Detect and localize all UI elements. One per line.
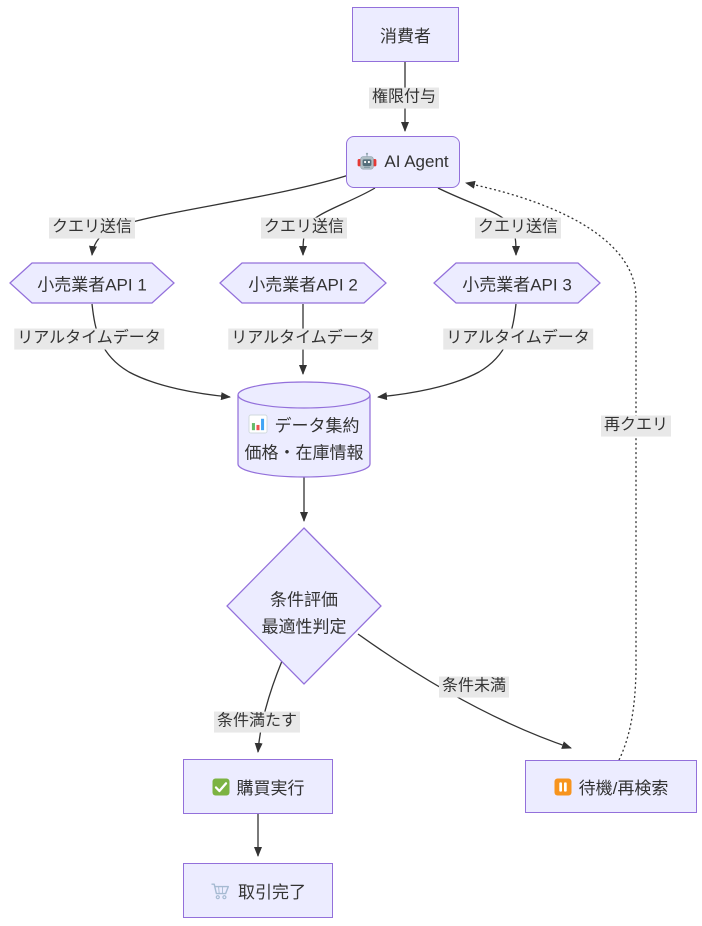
edge-api1-to-aggregation — [91, 303, 231, 401]
retailer-api3-label: 小売業者API 3 — [462, 275, 572, 295]
edge-label-grant: 権限付与 — [368, 87, 440, 109]
robot-icon — [357, 152, 377, 170]
complete-label: 取引完了 — [238, 883, 306, 902]
aggregation-line1-text: データ集約 — [274, 416, 360, 436]
node-retailer-api3-hexagon — [433, 262, 601, 304]
edge-label-condition-not-met: 条件未満 — [438, 676, 510, 698]
node-complete: 取引完了 — [183, 863, 333, 918]
node-decision-diamond — [226, 527, 382, 685]
edge-agent-to-api1 — [89, 173, 353, 256]
decision-line2: 最適性判定 — [261, 617, 347, 637]
purchase-label: 購買実行 — [236, 779, 305, 798]
node-ai-agent: AI Agent — [346, 136, 460, 188]
check-icon — [212, 778, 229, 795]
edge-label-requery: 再クエリ — [600, 415, 672, 437]
decision-line1: 条件評価 — [270, 590, 338, 610]
node-consumer: 消費者 — [352, 7, 459, 62]
aggregation-line2: 価格・在庫情報 — [244, 443, 364, 463]
node-retailer-api2-hexagon — [219, 262, 387, 304]
edge-label-realtime1: リアルタイムデータ — [14, 328, 164, 350]
node-retailer-api1-hexagon — [9, 262, 175, 304]
node-wait-retry: 待機/再検索 — [525, 760, 697, 813]
consumer-label: 消費者 — [380, 27, 431, 46]
wait-retry-label: 待機/再検索 — [578, 779, 669, 798]
retailer-api2-label: 小売業者API 2 — [248, 275, 358, 295]
edge-label-query2: クエリ送信 — [260, 217, 348, 239]
edge-wait-to-agent-dotted — [465, 180, 637, 761]
node-purchase: 購買実行 — [183, 759, 333, 814]
edge-decision-to-wait — [357, 633, 572, 749]
edge-api3-to-aggregation — [377, 303, 517, 401]
edge-label-query1: クエリ送信 — [48, 217, 136, 239]
bar-chart-icon — [248, 414, 268, 434]
pause-icon — [554, 778, 572, 795]
edge-label-condition-met: 条件満たす — [213, 711, 301, 733]
edge-decision-to-purchase — [254, 660, 283, 753]
edge-label-realtime3: リアルタイムデータ — [443, 328, 593, 350]
edge-label-query3: クエリ送信 — [474, 217, 562, 239]
aggregation-cylinder-rim — [237, 394, 371, 409]
cart-icon — [211, 883, 229, 899]
ai-agent-label: AI Agent — [384, 152, 449, 171]
aggregation-line1: データ集約 — [248, 412, 360, 437]
edge-label-realtime2: リアルタイムデータ — [228, 328, 378, 350]
retailer-api1-label: 小売業者API 1 — [37, 275, 147, 295]
